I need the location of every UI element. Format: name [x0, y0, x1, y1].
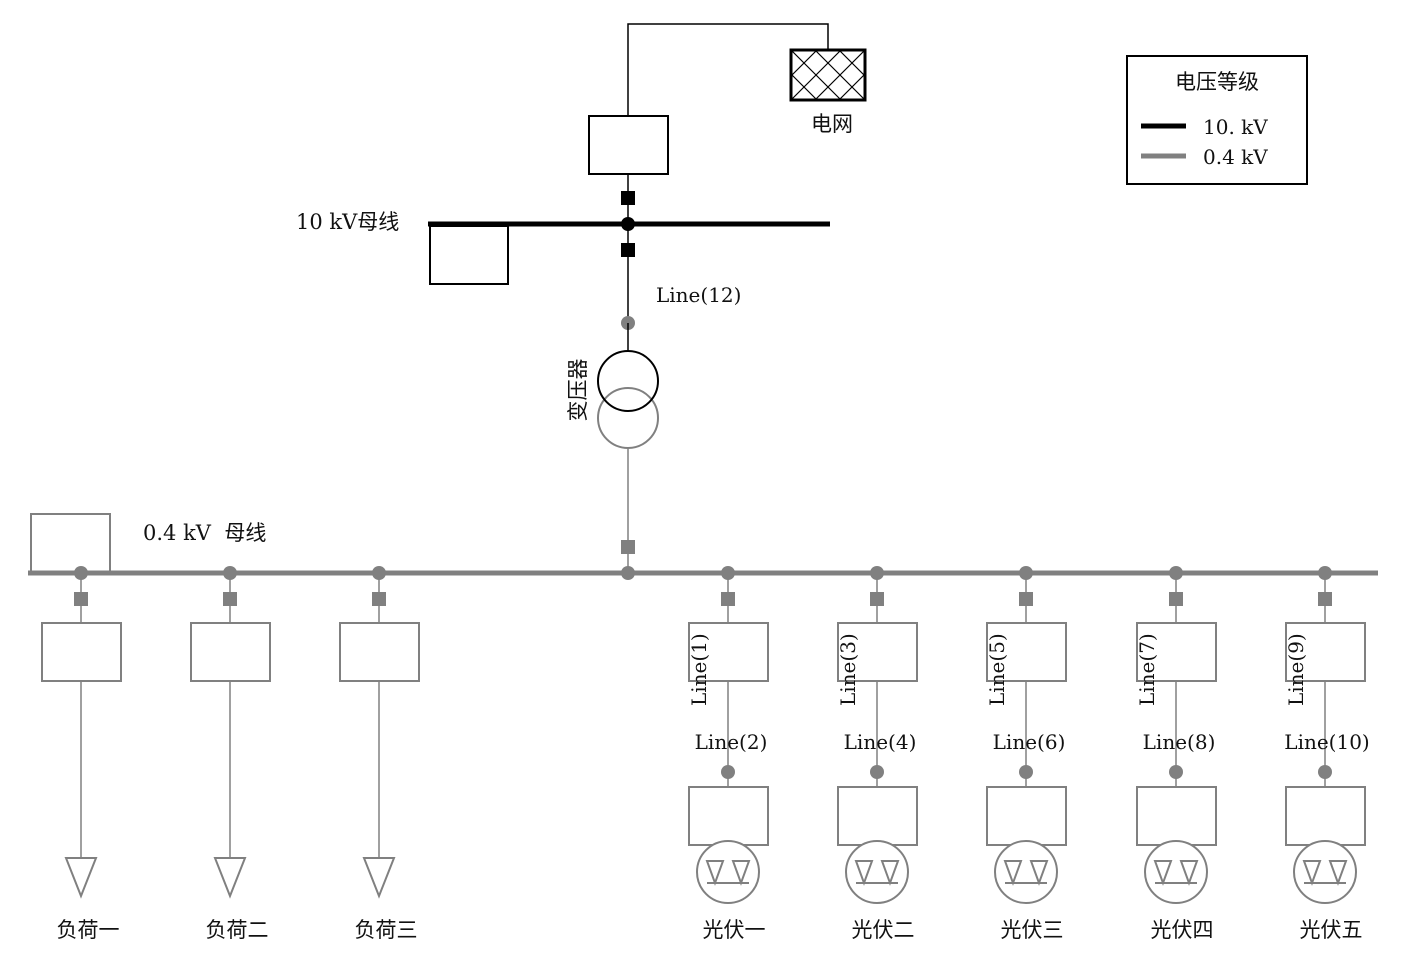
pv-feeder-2: Line(3) Line(4) 光伏二 [836, 566, 918, 942]
pv-feeder-1: Line(1) Line(2) 光伏一 [687, 566, 769, 942]
breaker-icon [223, 592, 237, 606]
pv-feeder-3: Line(5) Line(6) 光伏三 [985, 566, 1067, 942]
load-box [339, 622, 420, 682]
breaker-icon [1318, 592, 1332, 606]
pv-upper-box [688, 622, 769, 682]
pv-label: 光伏四 [1151, 918, 1214, 942]
pv-inverter-icon [845, 840, 909, 904]
pv-inverter-icon [1293, 840, 1357, 904]
load-box [41, 622, 122, 682]
grid-source-icon [789, 48, 867, 102]
breaker-icon [721, 592, 735, 606]
legend: 电压等级 10. kV 0.4 kV [1126, 55, 1308, 185]
pv-node [870, 765, 884, 779]
pv-lower-box [986, 786, 1067, 846]
pv-line-a-label: Line(5) [985, 633, 1009, 706]
breaker-icon [1169, 592, 1183, 606]
pv-upper-box [837, 622, 918, 682]
hv-section: 10 kV母线 Line(12) [296, 115, 830, 330]
pv-line-b-label: Line(10) [1284, 730, 1369, 754]
pv-label: 光伏一 [703, 918, 766, 942]
load-feeder-1: 负荷一 [41, 566, 122, 942]
breaker-icon [870, 592, 884, 606]
pv-line-b-label: Line(4) [844, 730, 917, 754]
pv-line-a-label: Line(7) [1135, 633, 1159, 706]
load-arrow-icon [64, 857, 98, 899]
pv-feeder-4: Line(7) Line(8) 光伏四 [1135, 566, 1217, 942]
grid-source: 电网 [627, 23, 867, 136]
pv-upper-box [1136, 622, 1217, 682]
pv-upper-box [1285, 622, 1366, 682]
legend-frame [1126, 55, 1308, 185]
load-label: 负荷二 [206, 918, 269, 942]
grid-label: 电网 [811, 112, 853, 136]
pv-line-b-label: Line(8) [1143, 730, 1216, 754]
legend-title: 电压等级 [1175, 70, 1259, 94]
pv-feeder-5: Line(9) Line(10) 光伏五 [1284, 566, 1370, 942]
breaker-icon [621, 540, 635, 554]
load-arrow-icon [213, 857, 247, 899]
lv-bus-node [621, 566, 635, 580]
pv-upper-box [986, 622, 1067, 682]
pv-node [1318, 765, 1332, 779]
legend-label-lv: 0.4 kV [1203, 145, 1268, 169]
pv-lower-box [837, 786, 918, 846]
breaker-icon [1019, 592, 1033, 606]
breaker-icon [74, 592, 88, 606]
pv-line-a-label: Line(1) [687, 633, 711, 706]
pv-line-a-label: Line(9) [1284, 633, 1308, 706]
transformer-label: 变压器 [566, 359, 590, 422]
load-arrow-icon [362, 857, 396, 899]
transformer-icon [597, 350, 659, 449]
pv-line-b-label: Line(6) [993, 730, 1066, 754]
grid-connection-wire [627, 23, 829, 116]
pv-lower-box [1136, 786, 1217, 846]
pv-inverter-icon [994, 840, 1058, 904]
pv-inverter-icon [1144, 840, 1208, 904]
pv-label: 光伏五 [1300, 918, 1363, 942]
pv-line-a-label: Line(3) [836, 633, 860, 706]
hv-bus-node [621, 217, 635, 231]
pv-label: 光伏三 [1001, 918, 1064, 942]
hv-incoming-box [588, 115, 669, 175]
pv-line-b-label: Line(2) [695, 730, 768, 754]
lv-section: 0.4 kV 母线 [28, 513, 1378, 580]
breaker-icon [372, 592, 386, 606]
pv-inverter-icon [696, 840, 760, 904]
transformer-line-label: Line(12) [656, 283, 741, 307]
load-box [190, 622, 271, 682]
transformer: 变压器 [566, 323, 659, 573]
pv-lower-box [688, 786, 769, 846]
pv-node [721, 765, 735, 779]
breaker-icon [621, 243, 635, 257]
load-label: 负荷一 [57, 918, 120, 942]
pv-label: 光伏二 [852, 918, 915, 942]
load-feeder-3: 负荷三 [339, 566, 420, 942]
load-feeder-2: 负荷二 [190, 566, 271, 942]
load-label: 负荷三 [355, 918, 418, 942]
pv-node [1169, 765, 1183, 779]
pv-lower-box [1285, 786, 1366, 846]
pv-node [1019, 765, 1033, 779]
hv-bus-box [429, 225, 509, 285]
hv-bus-label: 10 kV母线 [296, 210, 399, 234]
breaker-icon [621, 191, 635, 205]
lv-bus-label: 0.4 kV 母线 [143, 521, 266, 545]
lv-bus-box [30, 513, 111, 573]
legend-label-hv: 10. kV [1203, 115, 1268, 139]
